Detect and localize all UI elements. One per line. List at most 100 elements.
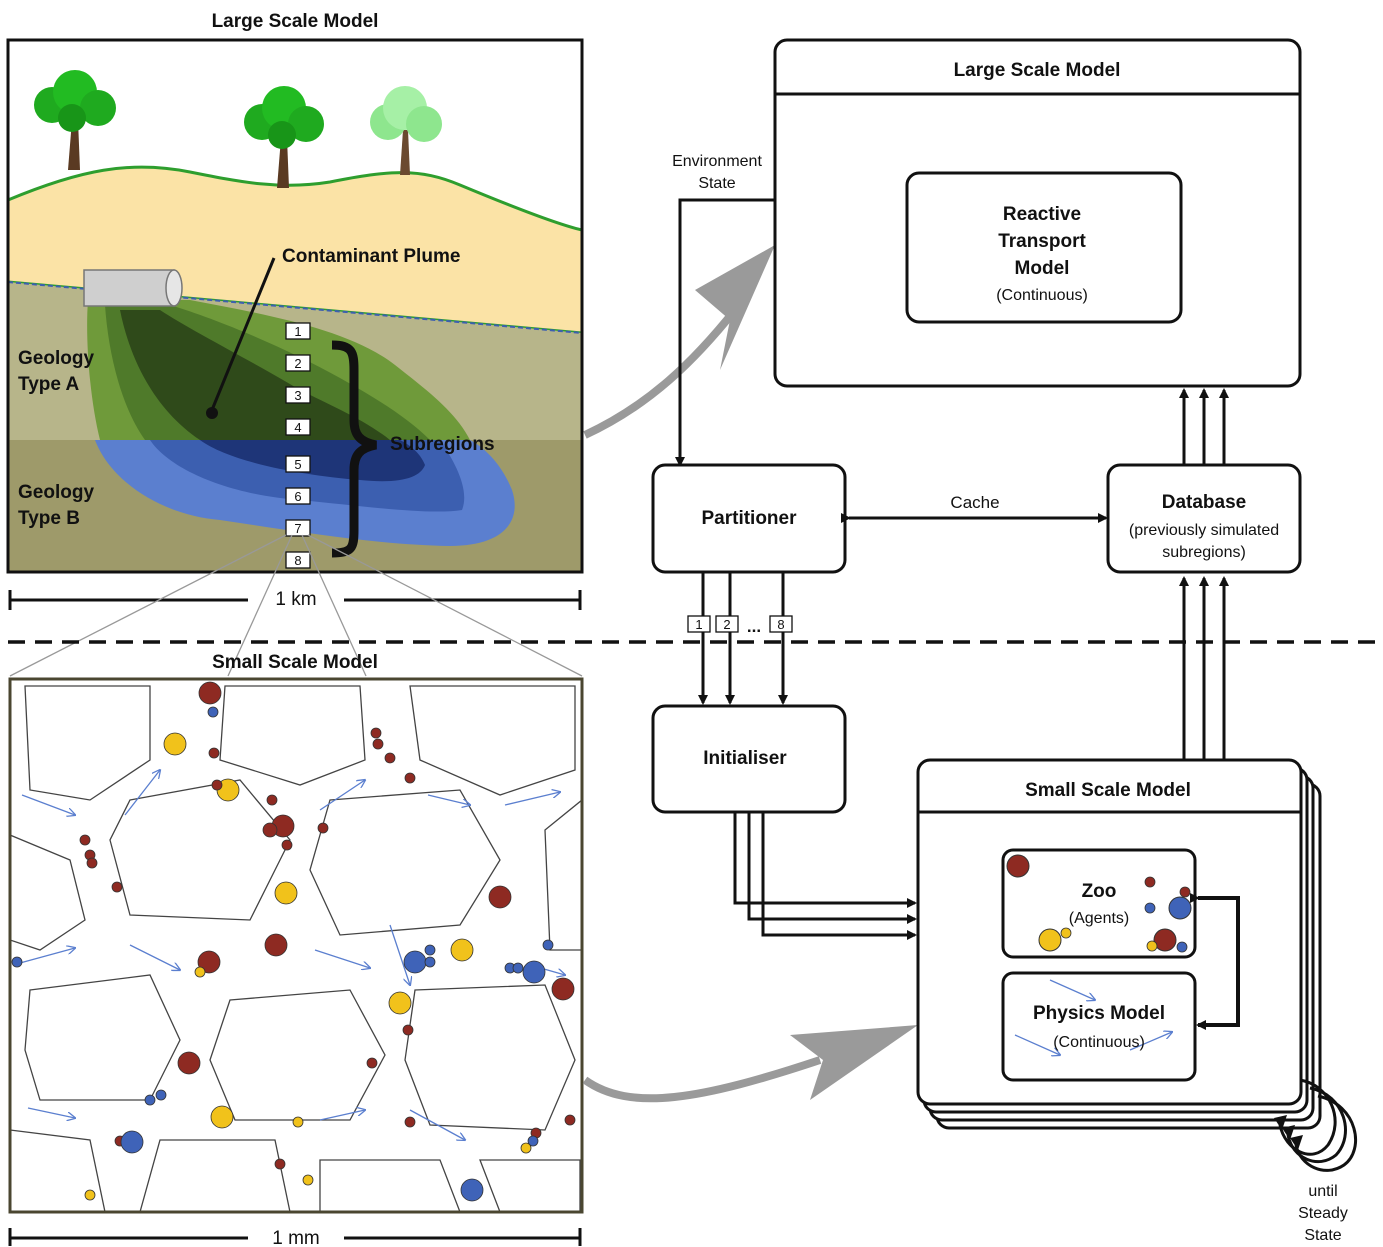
agent-particle	[488, 885, 512, 909]
small-to-db-arrows	[1179, 576, 1229, 760]
subregion-number: 7	[294, 521, 301, 536]
zoo-agent-icons	[1006, 854, 1192, 953]
loop-arrows	[1274, 1078, 1358, 1172]
flow-arrow	[124, 770, 160, 816]
until-line2: Steady	[1298, 1205, 1348, 1222]
tree-icon	[244, 86, 324, 188]
environment-line1: Environment	[672, 153, 762, 170]
subregion-number: 3	[294, 388, 301, 403]
agent-particle	[522, 960, 546, 984]
pore-grain	[209, 989, 386, 1121]
agent-particle	[512, 962, 524, 974]
subregion-box	[285, 418, 311, 436]
physics-box	[1001, 971, 1197, 1082]
pore-grain	[309, 789, 501, 936]
agent-particle	[460, 1178, 484, 1202]
agent-particle	[292, 1116, 304, 1128]
database-sub1: (previously simulated	[1129, 522, 1279, 539]
agent-particle	[274, 1158, 286, 1170]
pore-grain	[544, 799, 582, 951]
flow-arrow	[504, 792, 560, 806]
agent-particle	[208, 747, 220, 759]
scale-mm-label: 1 mm	[272, 1228, 320, 1247]
pore-grain	[404, 984, 576, 1131]
cache-label: Cache	[950, 493, 999, 512]
pore-grain	[409, 685, 576, 796]
reactive-sub: (Continuous)	[996, 287, 1088, 304]
contaminant-label: Contaminant Plume	[282, 246, 460, 267]
initialiser-label: Initialiser	[703, 748, 787, 769]
agent-particle	[207, 706, 219, 718]
agent-particle	[177, 1051, 201, 1075]
agent-particle	[542, 939, 554, 951]
zoo-physics-arrow	[1190, 893, 1240, 1030]
agent-particle	[262, 822, 278, 838]
agent-particle	[372, 738, 384, 750]
geology-a-line1: Geology	[18, 348, 94, 369]
physics-flow-arrows	[1014, 979, 1172, 1055]
reactive-transport-box	[905, 171, 1183, 324]
agent-particle	[450, 938, 474, 962]
until-line3: State	[1304, 1227, 1341, 1244]
agent-particle	[274, 881, 298, 905]
agent-particle	[144, 1094, 156, 1106]
small-scale-model-title: Small Scale Model	[1025, 780, 1191, 801]
agent-particle	[424, 944, 436, 956]
agent-particle	[266, 794, 278, 806]
flow-arrow	[27, 1107, 75, 1118]
agent-particle	[211, 779, 223, 791]
partitioner-label: Partitioner	[701, 508, 797, 529]
agent-particle	[210, 1105, 234, 1129]
agent-particle	[197, 950, 221, 974]
subregion-box	[285, 519, 311, 537]
pore-grain	[219, 685, 366, 786]
subregion-number: 2	[294, 356, 301, 371]
environment-line2: State	[698, 175, 735, 192]
agent-particle	[402, 1024, 414, 1036]
database-sub2: subregions)	[1162, 544, 1246, 561]
agent-particle	[317, 822, 329, 834]
agent-particle	[388, 991, 412, 1015]
landscape	[8, 40, 582, 572]
large-scale-model-title: Large Scale Model	[954, 60, 1121, 81]
until-line1: until	[1308, 1183, 1337, 1200]
partition-tag-2: 2	[723, 617, 730, 632]
agent-particle	[384, 752, 396, 764]
subregions-label: Subregions	[390, 434, 495, 455]
partition-tags	[687, 615, 793, 633]
geology-b-line1: Geology	[18, 482, 94, 503]
large-scale-frame	[6, 38, 584, 574]
subregion-number: 1	[294, 324, 301, 339]
green-plume-core	[120, 310, 390, 440]
zoo-sub: (Agents)	[1069, 910, 1129, 927]
agent-particle	[404, 1116, 416, 1128]
grey-arrow-right	[582, 1056, 822, 1103]
agent-particle	[564, 1114, 576, 1126]
pore-grain	[479, 1159, 581, 1212]
geology-b-line2: Type B	[18, 508, 80, 529]
partition-arrows	[698, 572, 788, 705]
zoom-lines	[9, 534, 583, 677]
agent-particle	[86, 857, 98, 869]
tree-icon-faded	[370, 86, 442, 175]
pipe-icon	[83, 269, 183, 307]
environment-arrow	[675, 198, 775, 467]
flow-arrow	[319, 780, 365, 811]
pore-network	[10, 681, 582, 1212]
subregion-number: 6	[294, 489, 301, 504]
agent-particle	[302, 1174, 314, 1186]
physics-sub: (Continuous)	[1053, 1034, 1145, 1051]
flow-arrow	[19, 948, 75, 964]
partition-tag-1: 1	[695, 617, 702, 632]
scale-bar-km	[8, 590, 582, 610]
scale-bar-mm	[8, 1228, 582, 1246]
reactive-line3: Model	[1015, 258, 1070, 279]
pore-grain	[10, 834, 86, 951]
partition-tag-ellipsis: ...	[747, 617, 761, 636]
pore-grain	[319, 1159, 461, 1212]
reactive-line2: Transport	[998, 231, 1086, 252]
database-label: Database	[1162, 492, 1247, 513]
pore-grain	[24, 974, 181, 1101]
